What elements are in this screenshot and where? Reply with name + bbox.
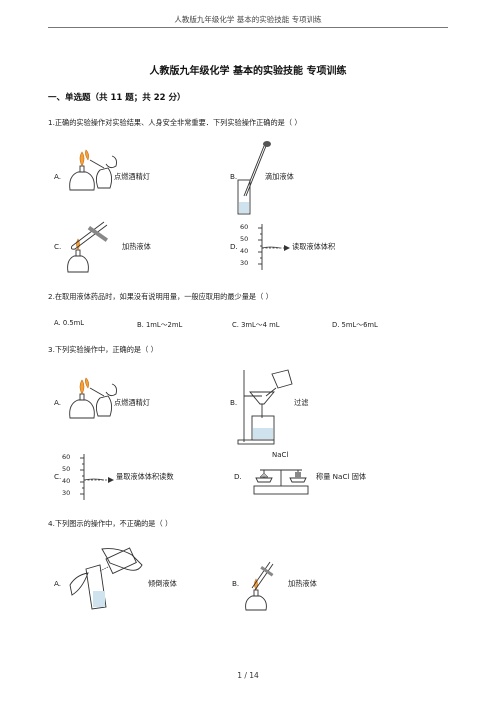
q1-option-a-label: A. [54, 172, 62, 181]
q3-option-d-label: D. [234, 472, 242, 481]
q2-choice-c: C. 3mL～4 mL [232, 321, 280, 329]
lighting-alcohol-lamp-with-lamp-illustration-2 [69, 377, 117, 419]
q4-option-a-label: A. [54, 579, 62, 588]
scale-tick-40-b: 40 [62, 477, 71, 485]
q1-option-b-label: B. [230, 172, 238, 181]
q1-option-a-caption: 点燃酒精灯 [114, 172, 150, 181]
scale-tick-40: 40 [240, 247, 249, 255]
scale-tick-30-b: 30 [62, 489, 71, 497]
section-heading: 一、单选题（共 11 题；共 22 分） [48, 93, 186, 103]
scale-tick-60-b: 60 [62, 453, 71, 461]
q4-option-b-caption: 加热液体 [288, 579, 317, 588]
q3-option-b-label: B. [230, 398, 238, 407]
filtration-apparatus-illustration [237, 369, 293, 445]
lighting-alcohol-lamp-with-lamp-illustration [69, 149, 117, 191]
cylinder-scale-lines [258, 224, 290, 270]
q3-option-b-caption: 过滤 [294, 398, 309, 407]
q4-option-b-label: B. [232, 579, 240, 588]
scale-tick-50-b: 50 [62, 465, 71, 473]
q1-option-d-label: D. [230, 242, 238, 251]
pouring-liquid-illustration [69, 547, 143, 610]
question-1-stem: 1.正确的实验操作对实验结果、人身安全非常重要．下列实验操作正确的是（ ） [48, 118, 302, 127]
scale-tick-30: 30 [240, 259, 249, 267]
q3-option-a-label: A. [54, 398, 62, 407]
nacl-label: NaCl [272, 451, 289, 459]
dropper-adding-liquid-illustration [237, 141, 271, 215]
q1-option-c-caption: 加热液体 [122, 242, 151, 251]
q4-option-a-caption: 倾倒液体 [148, 579, 177, 588]
q2-choice-d: D. 5mL～6mL [332, 321, 378, 329]
question-4-stem: 4.下列图示的操作中，不正确的是（ ） [48, 519, 173, 528]
page-header: 人教版九年级化学 基本的实验技能 专项训练 [174, 15, 322, 24]
question-3-stem: 3.下列实验操作中，正确的是（ ） [48, 345, 158, 354]
q3-option-c-label: C. [54, 472, 62, 481]
heating-liquid-test-tube-illustration [67, 221, 109, 273]
q1-option-b-caption: 滴加液体 [265, 172, 294, 181]
cylinder-scale-lines-2 [80, 454, 114, 500]
question-2-stem: 2.在取用液体药品时，如果没有说明用量，一般应取用的最少量是（ ） [48, 292, 273, 301]
q2-choice-b: B. 1mL～2mL [137, 321, 183, 329]
q2-choice-a: A. 0.5mL [54, 319, 85, 327]
q3-option-d-caption: 称量 NaCl 固体 [316, 472, 367, 481]
scale-tick-50: 50 [240, 235, 249, 243]
balance-weighing-illustration: NaCl [250, 448, 312, 498]
q3-option-c-caption: 量取液体体积读数 [116, 472, 174, 481]
q3-option-a-caption: 点燃酒精灯 [114, 398, 150, 407]
eye-icon-2 [108, 477, 114, 483]
document-title: 人教版九年级化学 基本的实验技能 专项训练 [149, 66, 347, 77]
scale-tick-60: 60 [240, 223, 249, 231]
header-divider [48, 27, 448, 28]
graduated-cylinder-scale: 60 50 40 30 [240, 222, 290, 272]
q1-option-d-caption: 读取液体体积 [292, 242, 336, 251]
heating-liquid-test-tube-illustration-2 [245, 561, 274, 611]
eye-icon [284, 245, 290, 251]
page-number: 1 / 14 [237, 671, 259, 680]
graduated-cylinder-scale-2: 60 50 40 30 [62, 452, 116, 502]
q1-option-c-label: C. [54, 242, 62, 251]
balance-drawing [253, 469, 309, 495]
